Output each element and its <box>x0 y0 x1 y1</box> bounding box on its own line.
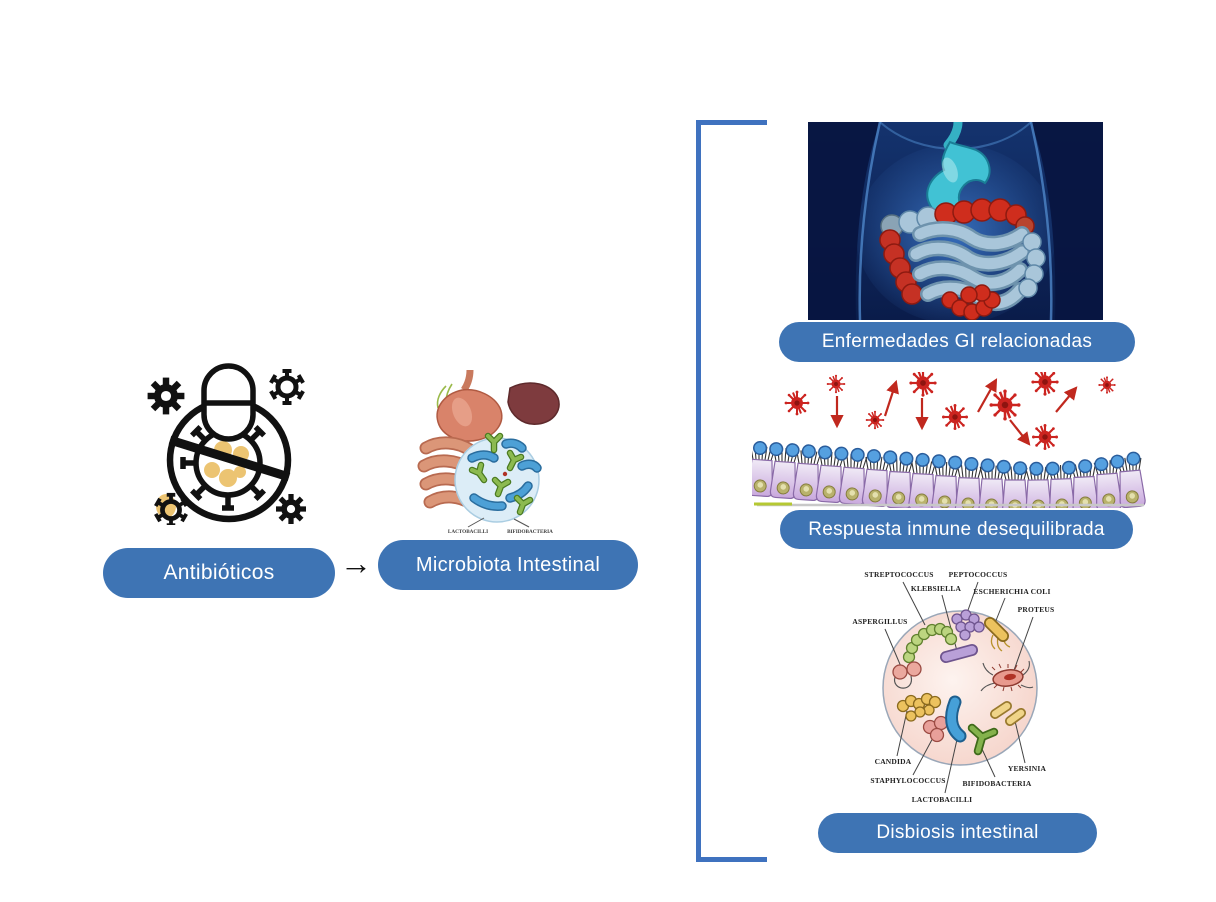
gi-diseases-button[interactable]: Enfermedades GI relacionadas <box>779 322 1135 362</box>
microbiota-illustration: LACTOBACILLI BIFIDOBACTERIA <box>417 370 560 535</box>
gi-tract-image <box>808 122 1103 320</box>
antibiotics-label: Antibióticos <box>163 561 275 584</box>
dys-label-bifidobacteria: BIFIDOBACTERIA <box>962 779 1031 788</box>
dys-label-klebsiella: KLEBSIELLA <box>911 584 962 593</box>
microbiota-label: Microbiota Intestinal <box>415 553 601 576</box>
dys-label-candida: CANDIDA <box>875 757 912 766</box>
immune-response-label: Respuesta inmune desequilibrada <box>808 518 1105 540</box>
dys-label-lactobacilli: LACTOBACILLI <box>912 795 973 804</box>
antibiotics-icon <box>147 363 306 525</box>
dys-label-streptococcus: STREPTOCOCCUS <box>864 570 933 579</box>
dys-label-aspergillus: ASPERGILLUS <box>852 617 907 626</box>
dysbiosis-label: Disbiosis intestinal <box>876 822 1039 843</box>
immune-response-button[interactable]: Respuesta inmune desequilibrada <box>780 510 1133 549</box>
bracket <box>696 120 767 862</box>
dys-label-peptococcus: PEPTOCOCCUS <box>949 570 1008 579</box>
gi-diseases-label: Enfermedades GI relacionadas <box>821 331 1093 352</box>
dys-label-yersinia: YERSINIA <box>1008 764 1047 773</box>
dysbiosis-diagram: STREPTOCOCCUS PEPTOCOCCUS KLEBSIELLA ESC… <box>852 570 1055 804</box>
dys-label-proteus: PROTEUS <box>1018 605 1055 614</box>
dysbiosis-button[interactable]: Disbiosis intestinal <box>818 813 1097 853</box>
immune-response-image <box>752 372 1148 508</box>
dys-label-staphylococcus: STAPHYLOCOCCUS <box>870 776 945 785</box>
dys-label-escherichia-coli: ESCHERICHIA COLI <box>973 587 1050 596</box>
inset-label-bifidobacteria: BIFIDOBACTERIA <box>507 529 553 535</box>
antibiotics-button[interactable]: Antibióticos <box>103 548 335 598</box>
inset-label-lactobacilli: LACTOBACILLI <box>448 529 488 535</box>
arrow-icon: → <box>340 545 372 581</box>
microbiota-button[interactable]: Microbiota Intestinal <box>378 540 638 590</box>
